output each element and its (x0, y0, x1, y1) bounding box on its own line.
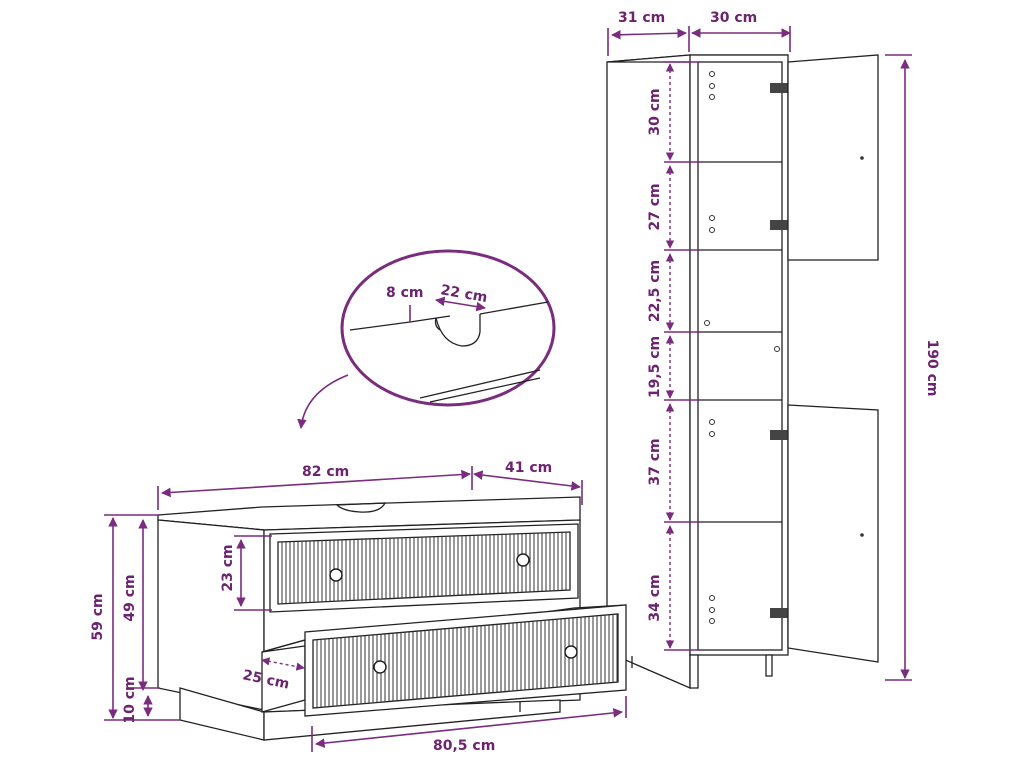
tall-cabinet-front (689, 54, 789, 656)
lower-drawer-knob (373, 660, 387, 674)
label-tall-height: 190 cm (924, 340, 940, 397)
label-shelf-1: 30 cm (647, 88, 663, 135)
upper-drawer-knob (329, 568, 343, 582)
label-drawer-height: 23 cm (220, 544, 236, 591)
label-base-height: 59 cm (90, 593, 106, 640)
label-base-width: 82 cm (302, 464, 349, 480)
zoom-arrow-icon (297, 374, 349, 429)
cutout-detail-circle (297, 249, 556, 429)
label-shelf-4: 19,5 cm (647, 336, 663, 398)
lower-drawer-knob (564, 645, 578, 659)
upper-door (787, 54, 879, 261)
lower-door (787, 404, 879, 663)
label-leg-height: 10 cm (122, 676, 138, 723)
label-shelf-3: 22,5 cm (647, 260, 663, 322)
label-cutout-depth: 8 cm (386, 285, 424, 301)
label-base-depth: 41 cm (505, 460, 552, 476)
label-shelf-6: 34 cm (647, 574, 663, 621)
label-tall-depth: 31 cm (618, 10, 665, 26)
upper-drawer-knob (516, 553, 530, 567)
dimension-labels: 31 cm 30 cm 190 cm 30 cm 27 cm 22,5 cm 1… (90, 10, 940, 754)
dimension-lines (104, 26, 912, 752)
label-drawer-width: 80,5 cm (433, 738, 495, 754)
label-shelf-5: 37 cm (647, 438, 663, 485)
hinge-icon (770, 83, 794, 618)
base-cabinet (157, 496, 627, 741)
label-body-height: 49 cm (122, 574, 138, 621)
label-shelf-2: 27 cm (647, 183, 663, 230)
label-tall-width: 30 cm (710, 10, 757, 26)
